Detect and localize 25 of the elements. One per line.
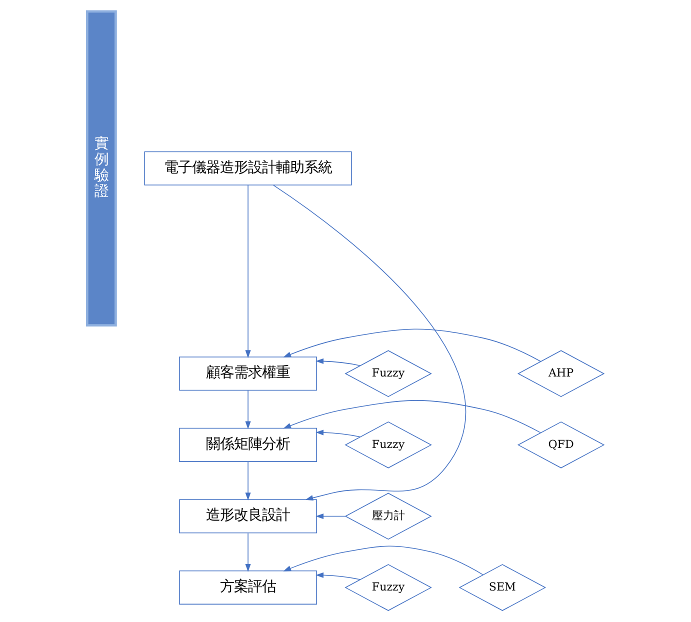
arrow <box>245 462 251 501</box>
node-diamond: 壓力計 <box>344 492 432 540</box>
node-diamond: AHP <box>517 350 605 398</box>
node-box: 電子儀器造形設計輔助系統 <box>144 151 352 186</box>
node-diamond: SEM <box>458 564 546 611</box>
node-diamond: Fuzzy <box>344 564 432 611</box>
arrow <box>283 328 541 362</box>
arrow <box>245 532 251 572</box>
arrow <box>245 390 251 430</box>
node-box: 造形改良設計 <box>179 499 317 534</box>
arrow <box>316 430 360 438</box>
arrow <box>283 400 541 434</box>
node-box: 顧客需求權重 <box>179 356 317 391</box>
node-box: 方案評估 <box>179 570 317 605</box>
arrow <box>245 184 251 358</box>
node-diamond: Fuzzy <box>344 422 432 468</box>
node-diamond: Fuzzy <box>344 350 432 398</box>
node-box: 實例驗證 <box>86 10 117 326</box>
arrow <box>316 572 360 580</box>
node-box: 關係矩陣分析 <box>179 428 317 462</box>
arrow <box>283 546 484 576</box>
node-diamond: QFD <box>517 422 605 468</box>
arrow <box>316 513 346 520</box>
arrow <box>272 184 466 501</box>
arrow <box>316 358 360 366</box>
